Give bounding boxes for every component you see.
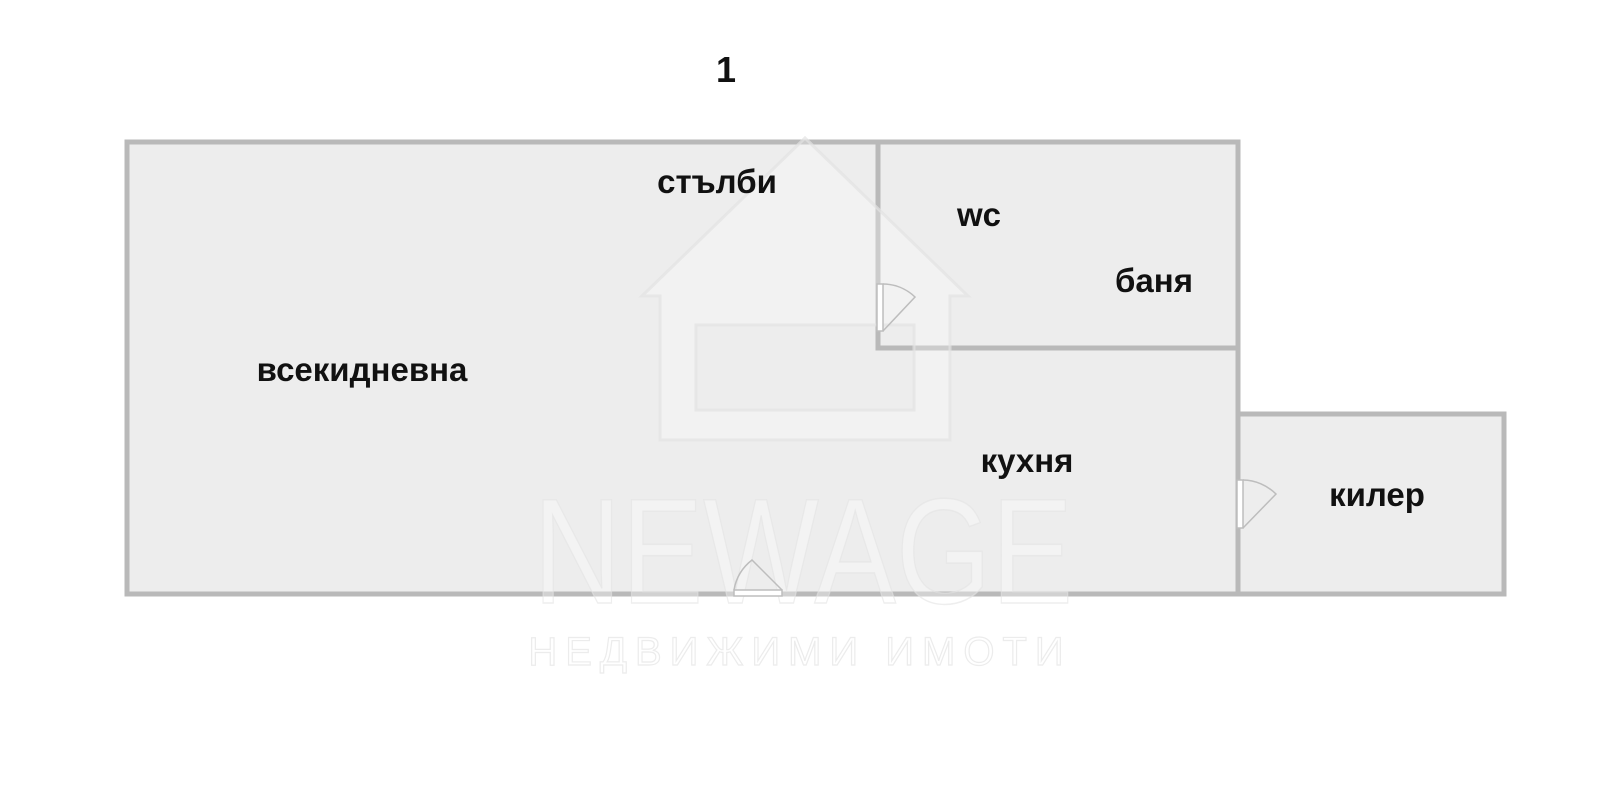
door-pantry-leaf [1236, 479, 1244, 529]
room-fills [127, 142, 1504, 594]
room-label-bath: баня [1115, 262, 1193, 299]
outer-wall [124, 139, 1241, 597]
room-label-pantry: килер [1329, 476, 1425, 513]
main-room-fill [127, 142, 1238, 594]
door-bathroom [876, 283, 917, 332]
watermark-brand: NEWAGE [533, 467, 1073, 635]
wc-bath-fill [878, 142, 1238, 348]
room-label-living: всекидневна [257, 351, 468, 388]
watermark-house-icon [638, 135, 972, 442]
door-bathroom-swing-icon [882, 283, 917, 332]
room-label-kitchen: кухня [981, 442, 1074, 479]
door-pantry [1236, 479, 1278, 529]
door-entrance-leaf [733, 589, 783, 597]
room-label-stairs: стълби [657, 163, 777, 200]
door-bathroom-leaf [876, 283, 884, 332]
door-pantry-swing-icon [1242, 479, 1278, 529]
room-label-wc: wc [956, 196, 1001, 233]
door-entrance-swing-icon [733, 559, 783, 591]
watermark-subtitle: НЕДВИЖИМИ ИМОТИ [528, 630, 1071, 674]
floor-number: 1 [716, 49, 736, 90]
watermark: NEWAGE НЕДВИЖИМИ ИМОТИ [528, 135, 1074, 675]
door-entrance [733, 559, 783, 597]
pantry-fill [1238, 414, 1504, 594]
